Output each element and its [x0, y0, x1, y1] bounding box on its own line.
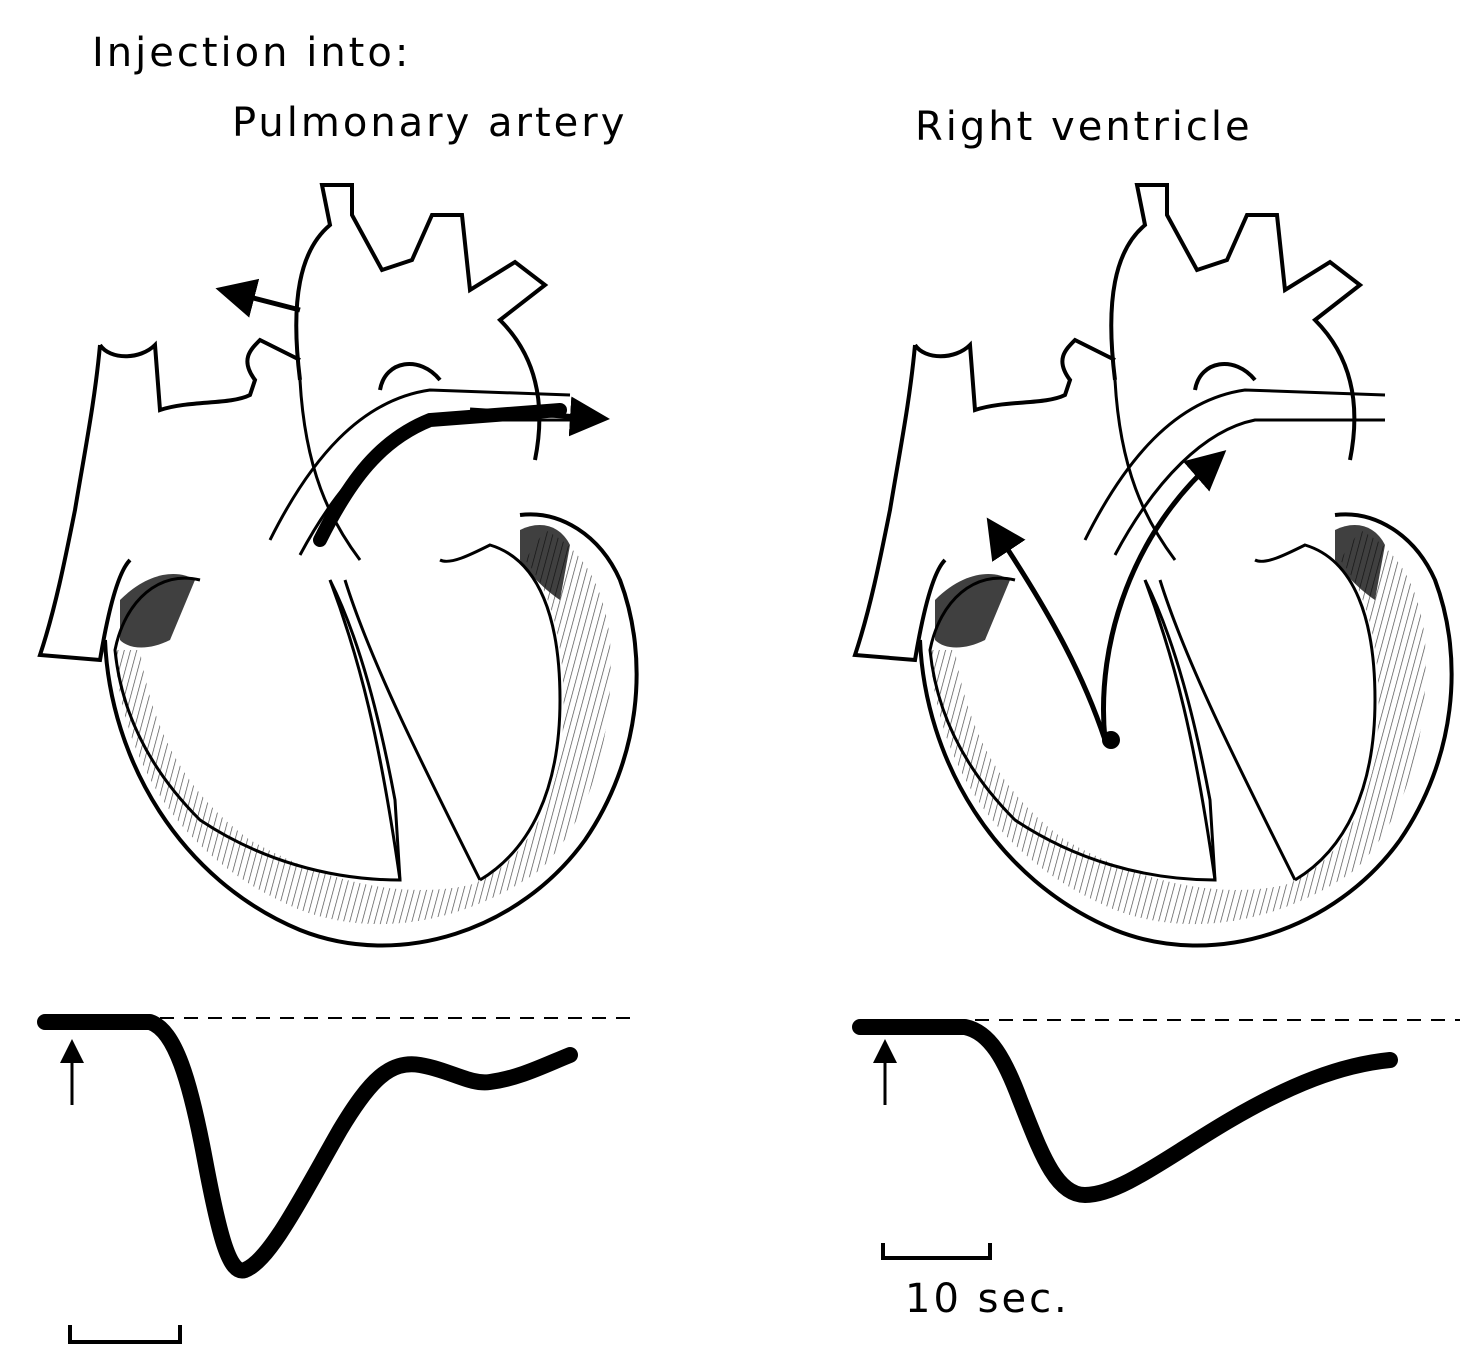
- flow-arrow-left: [995, 530, 1105, 740]
- scale-bar: [70, 1325, 180, 1342]
- heart-diagram-pulmonary-artery: [40, 185, 637, 946]
- curve-line: [45, 1022, 570, 1270]
- heart-diagram-right-ventricle: [855, 185, 1452, 946]
- dilution-curve-right-ventricle: [860, 1020, 1460, 1258]
- scale-bar: [883, 1243, 990, 1258]
- catheter-path: [320, 410, 560, 540]
- flow-arrow-left: [230, 292, 300, 310]
- curve-line: [860, 1027, 1390, 1195]
- catheter-tip: [1102, 731, 1120, 749]
- dilution-curve-pulmonary-artery: [45, 1018, 640, 1342]
- flow-arrow-up: [1103, 460, 1215, 740]
